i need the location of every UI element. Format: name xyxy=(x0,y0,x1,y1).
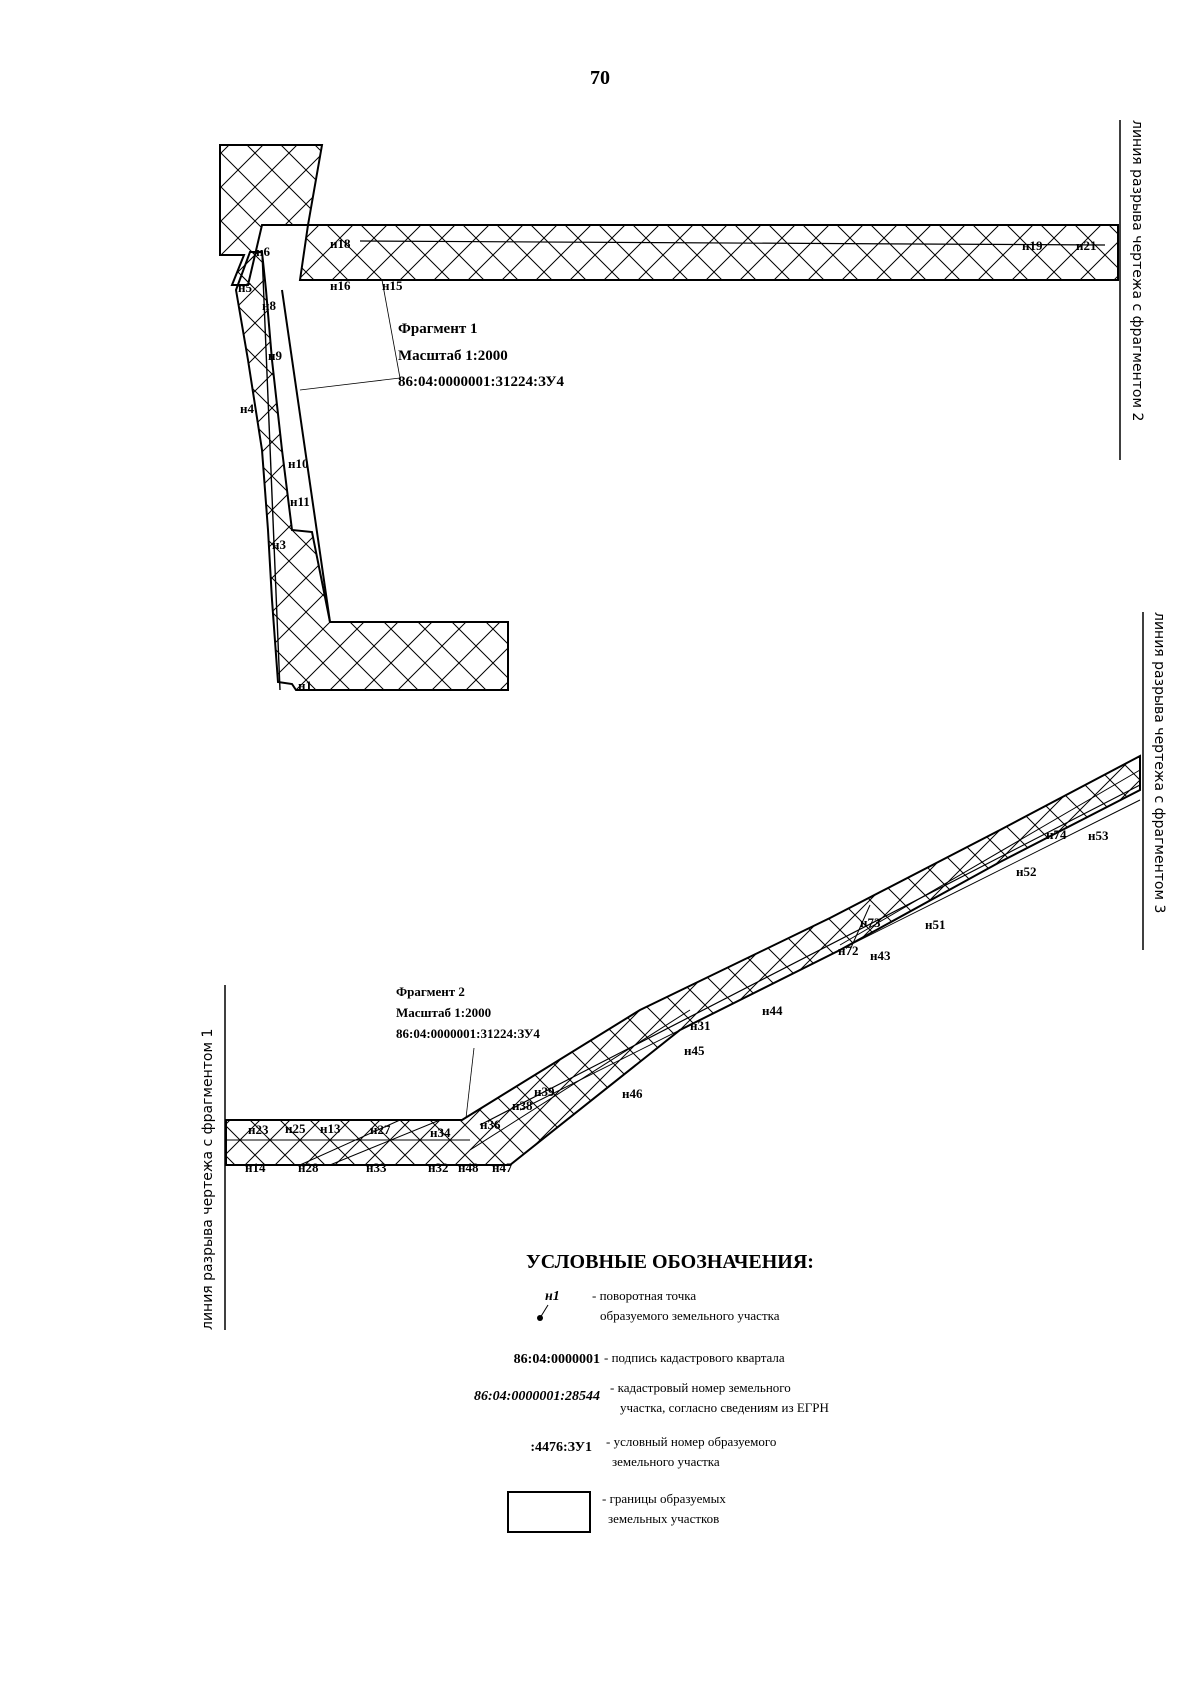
point-label-n19: н19 xyxy=(1022,238,1043,253)
point-label-n18: н18 xyxy=(330,236,351,251)
point-label-n28: н28 xyxy=(298,1160,319,1175)
point-label-n1: н1 xyxy=(298,678,312,693)
fragment-1-parcel-strip xyxy=(234,251,509,691)
legend-cadastral-desc-1: - кадастровый номер земельного xyxy=(610,1380,791,1395)
point-label-n8: н8 xyxy=(262,298,276,313)
point-label-n74: н74 xyxy=(1046,827,1067,842)
point-label-n32: н32 xyxy=(428,1160,449,1175)
point-label-n52: н52 xyxy=(1016,864,1037,879)
fragment-1-map: н18 н19 н21 н6 н5 н16 н15 н8 н9 н4 н10 н… xyxy=(219,144,1119,693)
point-label-n48: н48 xyxy=(458,1160,479,1175)
legend-boundary-swatch xyxy=(507,1491,591,1533)
break-line-fragment-1-label: линия разрыва чертежа с фрагментом 1 xyxy=(200,1029,216,1330)
point-label-n45: н45 xyxy=(684,1043,705,1058)
point-label-n46: н46 xyxy=(622,1086,643,1101)
fragment-2-scale: Масштаб 1:2000 xyxy=(396,1005,491,1020)
break-line-fragment-2-label: линия разрыва чертежа с фрагментом 2 xyxy=(1129,120,1145,421)
fragment-1-parcel-band xyxy=(298,224,1119,281)
legend: УСЛОВНЫЕ ОБОЗНАЧЕНИЯ: н1 - поворотная то… xyxy=(474,1251,829,1533)
point-label-n72: н72 xyxy=(838,943,859,958)
point-label-n15: н15 xyxy=(382,278,403,293)
break-line-fragment-1: линия разрыва чертежа с фрагментом 1 xyxy=(200,985,226,1330)
point-label-n43: н43 xyxy=(870,948,891,963)
fragment-2-map: н74 н53 н52 н73 н51 н72 н43 н31 н44 н45 … xyxy=(225,754,1141,1175)
point-label-n44: н44 xyxy=(762,1003,783,1018)
fragment-2-cadastral: 86:04:0000001:31224:ЗУ4 xyxy=(396,1026,540,1041)
point-label-n11: н11 xyxy=(290,494,310,509)
point-label-n27: н27 xyxy=(370,1122,391,1137)
point-label-n25: н25 xyxy=(285,1121,306,1136)
legend-quarter-key: 86:04:0000001 xyxy=(514,1352,600,1367)
legend-quarter-desc: - подпись кадастрового квартала xyxy=(604,1350,785,1365)
legend-cadastral-key: 86:04:0000001:28544 xyxy=(474,1389,600,1404)
point-label-n5: н5 xyxy=(238,280,252,295)
point-label-n6: н6 xyxy=(256,244,270,259)
fragment-1-title: Фрагмент 1 xyxy=(398,321,477,337)
point-label-n33: н33 xyxy=(366,1160,387,1175)
point-label-n73: н73 xyxy=(860,915,881,930)
break-line-fragment-3: линия разрыва чертежа с фрагментом 3 xyxy=(1142,612,1167,950)
point-label-n23: н23 xyxy=(248,1122,269,1137)
fragment-1-cadastral: 86:04:0000001:31224:ЗУ4 xyxy=(398,374,565,390)
legend-conditional-desc-2: земельного участка xyxy=(612,1454,720,1469)
point-label-n14: н14 xyxy=(245,1160,266,1175)
point-label-n34: н34 xyxy=(430,1125,451,1140)
legend-point-desc-2: образуемого земельного участка xyxy=(600,1308,780,1323)
point-label-n16: н16 xyxy=(330,278,351,293)
legend-point-desc-1: - поворотная точка xyxy=(592,1288,696,1303)
legend-conditional-desc-1: - условный номер образуемого xyxy=(606,1434,776,1449)
break-line-fragment-2: линия разрыва чертежа с фрагментом 2 xyxy=(1119,120,1145,460)
point-label-n4: н4 xyxy=(240,401,254,416)
point-label-n36: н36 xyxy=(480,1117,501,1132)
legend-title: УСЛОВНЫЕ ОБОЗНАЧЕНИЯ: xyxy=(526,1251,814,1273)
legend-boundary-desc-1: - границы образуемых xyxy=(602,1491,726,1506)
legend-point-key: н1 xyxy=(545,1289,560,1304)
legend-cadastral-desc-2: участка, согласно сведениям из ЕГРН xyxy=(620,1400,829,1415)
point-label-n31: н31 xyxy=(690,1018,711,1033)
point-label-n9: н9 xyxy=(268,348,282,363)
point-label-n3: н3 xyxy=(272,537,286,552)
legend-conditional-key: :4476:ЗУ1 xyxy=(530,1440,592,1455)
break-line-fragment-3-label: линия разрыва чертежа с фрагментом 3 xyxy=(1151,612,1167,913)
fragment-2-title: Фрагмент 2 xyxy=(396,984,465,999)
point-label-n51: н51 xyxy=(925,917,946,932)
fragment-2-parcel xyxy=(225,754,1141,1166)
point-label-n39: н39 xyxy=(534,1084,555,1099)
legend-boundary-desc-2: земельных участков xyxy=(608,1511,719,1526)
point-label-n47: н47 xyxy=(492,1160,513,1175)
page-number: 70 xyxy=(590,67,610,89)
point-label-n38: н38 xyxy=(512,1098,533,1113)
point-label-n21: н21 xyxy=(1076,238,1097,253)
point-label-n53: н53 xyxy=(1088,828,1109,843)
fragment-1-scale: Масштаб 1:2000 xyxy=(398,348,508,364)
point-label-n13: н13 xyxy=(320,1121,341,1136)
point-label-n10: н10 xyxy=(288,456,309,471)
